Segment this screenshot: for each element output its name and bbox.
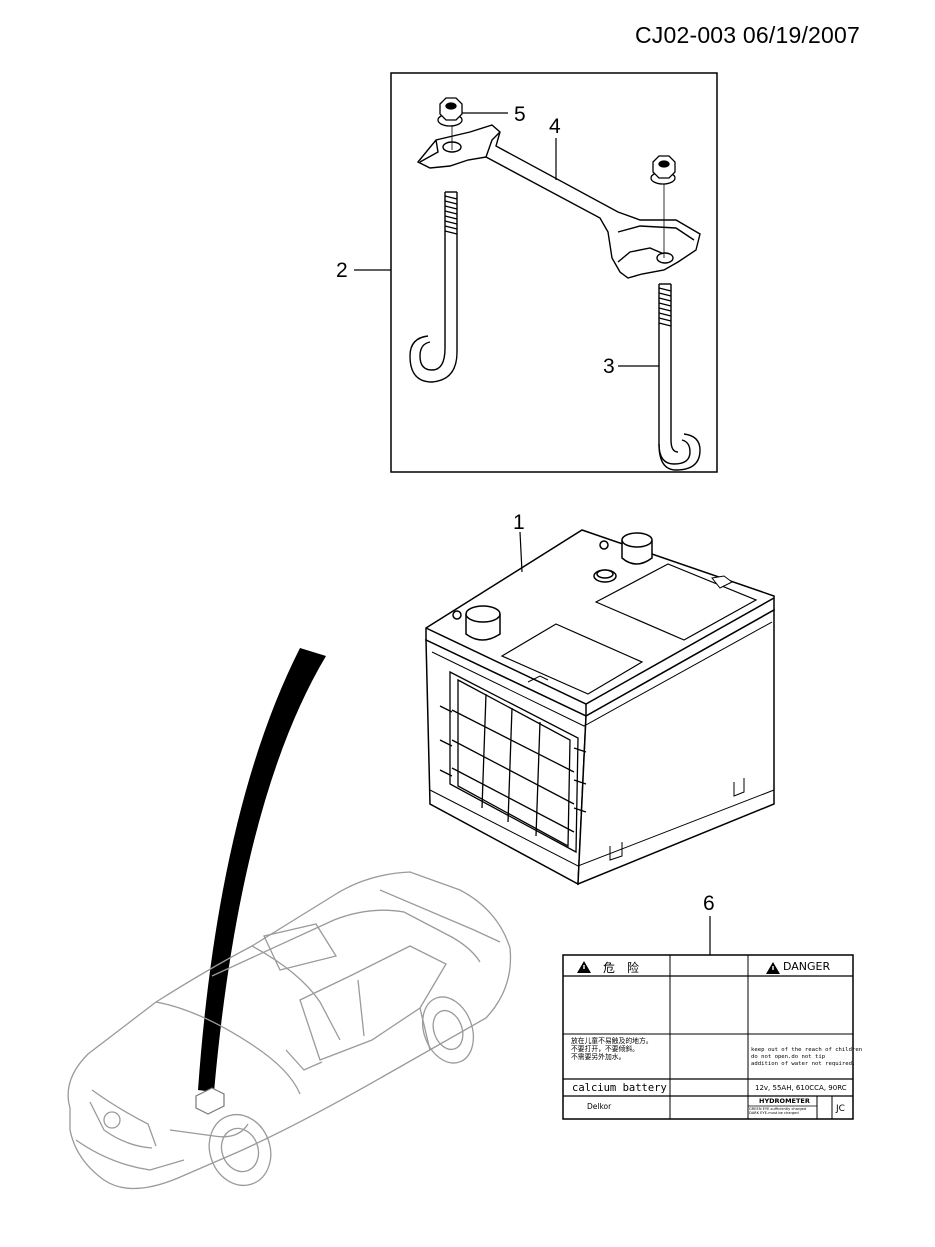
hydrometer-title: HYDROMETER bbox=[759, 1097, 810, 1105]
battery bbox=[425, 529, 775, 886]
hydrometer-text: GREEN EYE-sufficiently charged DARK EYE-… bbox=[749, 1107, 807, 1116]
danger-cn: 危 险 bbox=[603, 961, 640, 975]
warning-label-frame bbox=[562, 954, 854, 1120]
warning-en-text: keep out of the reach of children do not… bbox=[751, 1047, 863, 1067]
brand-name: Delkor bbox=[587, 1102, 612, 1111]
hold-down-kit-frame bbox=[390, 72, 718, 473]
label-code: JC bbox=[836, 1104, 845, 1114]
nut-item-5 bbox=[437, 97, 463, 127]
callout-1: 1 bbox=[513, 511, 525, 534]
danger-en: DANGER bbox=[783, 960, 831, 973]
battery-location-marker bbox=[195, 1087, 225, 1115]
document-id: CJ02-003 06/19/2007 bbox=[634, 22, 860, 48]
location-pointer bbox=[198, 648, 326, 1092]
battery-spec: 12v, 55AH, 610CCA, 90RC bbox=[755, 1084, 847, 1092]
battery-type: calcium battery bbox=[572, 1082, 667, 1094]
vehicle-outline bbox=[67, 871, 512, 1190]
nut-right bbox=[650, 155, 676, 185]
callout-4: 4 bbox=[549, 115, 561, 138]
warning-triangle-icon bbox=[766, 962, 780, 974]
warning-label: 危 险 DANGER 放在儿童不易触及的地方。 不要打开，不要倾斜。 不需要另外… bbox=[563, 955, 862, 1119]
warning-cn-text: 放在儿童不易触及的地方。 不要打开，不要倾斜。 不需要另外加水。 bbox=[571, 1037, 653, 1061]
battery-handle-grid bbox=[439, 670, 587, 854]
callout-6: 6 bbox=[703, 892, 715, 915]
warning-triangle-icon bbox=[577, 961, 591, 973]
hold-down-bracket bbox=[416, 124, 701, 279]
j-bolt-left bbox=[409, 191, 458, 383]
j-bolt-right bbox=[658, 283, 701, 471]
callout-3: 3 bbox=[603, 355, 615, 378]
callout-2: 2 bbox=[336, 259, 348, 282]
callout-5: 5 bbox=[514, 103, 526, 126]
